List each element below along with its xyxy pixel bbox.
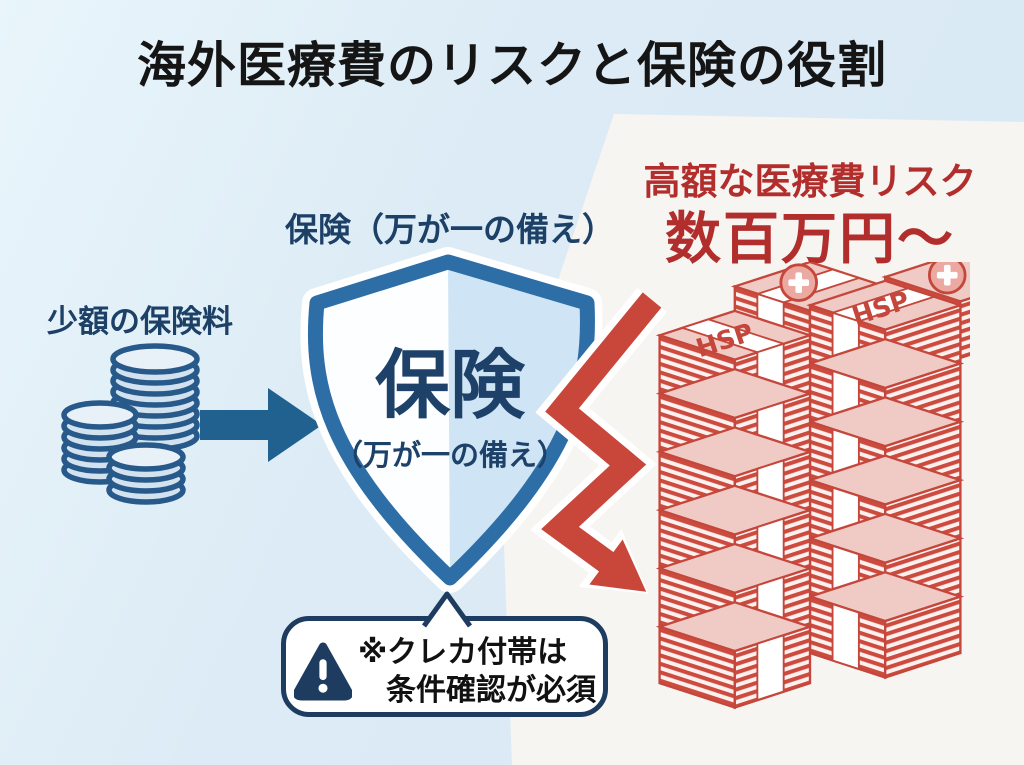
shield-label: 保険（万が一の備え） <box>285 210 615 249</box>
page-title: 海外医療費のリスクと保険の役割 <box>136 37 887 94</box>
shield-subtitle: （万が一の備え） <box>333 438 566 472</box>
coins-icon <box>61 343 200 505</box>
note-line2: 条件確認が必須 <box>386 673 596 709</box>
risk-amount: 数百万円〜 <box>665 207 955 272</box>
premium-label: 少額の保険料 <box>47 304 233 340</box>
callout-pointer <box>421 591 473 628</box>
warning-icon <box>294 642 352 701</box>
shield-title: 保険 <box>374 341 525 429</box>
right-arrow-icon <box>200 388 322 462</box>
money-stacks-icon: HSP HSP <box>658 262 970 709</box>
zigzag-arrow-icon <box>530 287 667 594</box>
note-text: ※クレカ付帯は 条件確認が必須 <box>358 634 608 710</box>
risk-heading: 高額な医療費リスク <box>643 160 977 203</box>
note-line1: ※クレカ付帯は <box>358 635 568 670</box>
shield-icon <box>300 247 603 593</box>
